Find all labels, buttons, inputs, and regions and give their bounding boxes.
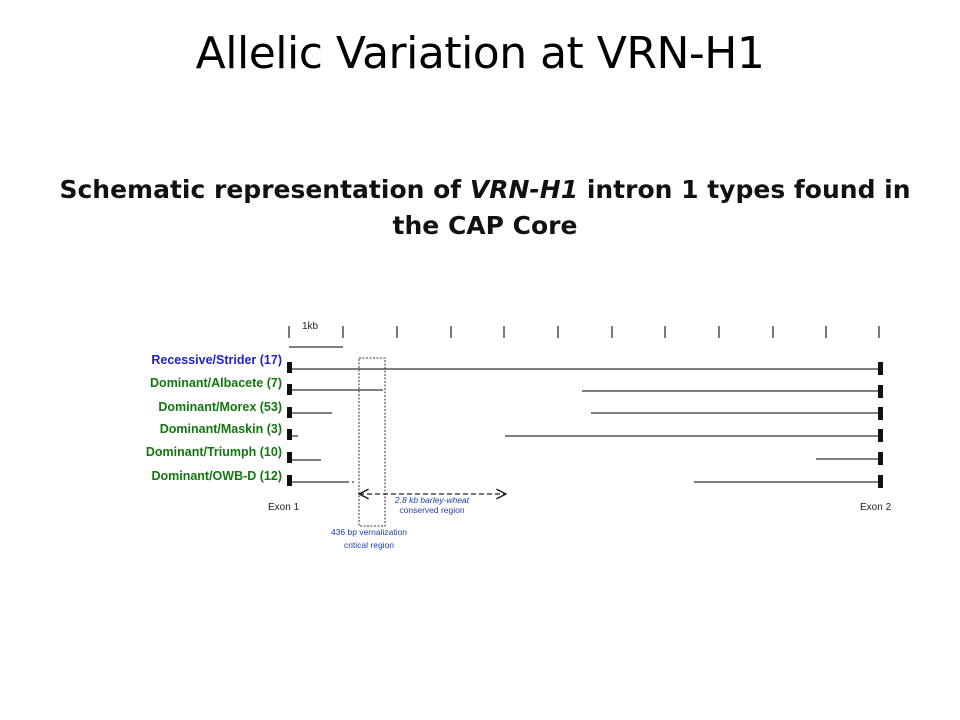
allele-label-maskin: Dominant/Maskin (3) [160, 422, 282, 436]
critical-region-label-2: critical region [344, 540, 394, 550]
figure-title-pre: Schematic representation of [59, 175, 470, 204]
allele-label-strider: Recessive/Strider (17) [151, 353, 282, 367]
exon2-marks [878, 362, 883, 488]
figure-title: Schematic representation of VRN-H1 intro… [20, 172, 950, 244]
critical-region-label-1: 436 bp vernalization [331, 527, 407, 537]
exon1-label: Exon 1 [268, 502, 300, 513]
scale-label: 1kb [302, 321, 319, 332]
figure-title-post: intron 1 types found in [578, 175, 911, 204]
figure-title-gene: VRN-H1 [469, 175, 579, 204]
slide-title: Allelic Variation at VRN-H1 [195, 28, 765, 79]
exon1-marks [287, 362, 292, 486]
scale-ticks [288, 326, 880, 338]
conserved-region-label-1: 2.8 kb barley-wheat [394, 495, 470, 505]
allele-label-albacete: Dominant/Albacete (7) [150, 376, 282, 390]
intron-lines [292, 368, 878, 483]
figure-title-line2: the CAP Core [392, 211, 578, 240]
allele-label-morex: Dominant/Morex (53) [158, 400, 282, 414]
conserved-region-label-2: conserved region [399, 505, 464, 515]
critical-region-box [358, 357, 386, 527]
allele-labels: Recessive/Strider (17) Dominant/Albacete… [146, 353, 282, 483]
allele-label-triumph: Dominant/Triumph (10) [146, 445, 282, 459]
exon2-label: Exon 2 [860, 502, 892, 513]
allele-label-owbd: Dominant/OWB-D (12) [151, 469, 282, 483]
